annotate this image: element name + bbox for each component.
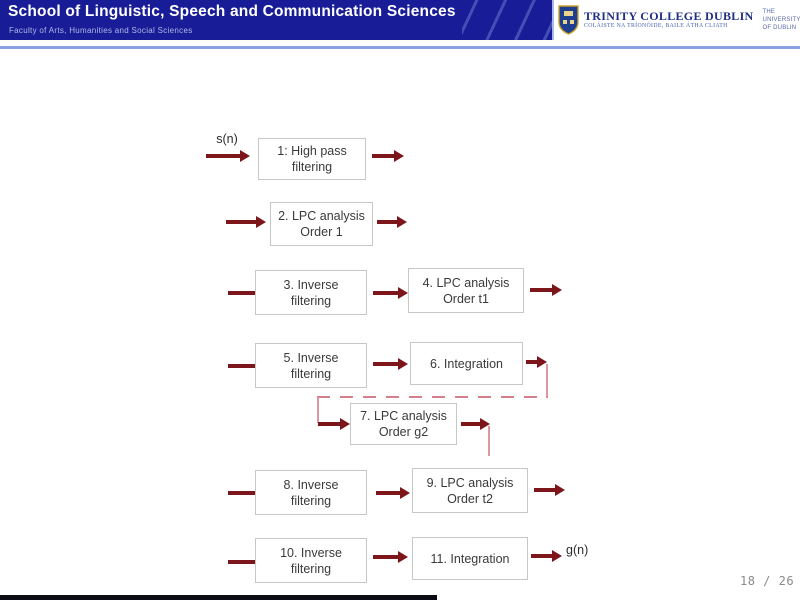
- process-box-3: 3. Inverse filtering: [255, 270, 367, 315]
- box-label: 6. Integration: [430, 356, 503, 371]
- diagram-canvas: s(n) g(n) 1: High pass filtering 2. LPC …: [0, 49, 800, 594]
- process-box-11: 11. Integration: [412, 537, 528, 580]
- box-label: Order t2: [447, 491, 493, 506]
- feedback-line-box7-out: [488, 426, 490, 456]
- box-label: 1: High pass: [277, 144, 347, 158]
- output-signal-label: g(n): [566, 543, 589, 557]
- logo-panel: TRINITY COLLEGE DUBLIN COLÁISTE NA TRÍON…: [552, 0, 800, 40]
- process-box-9: 9. LPC analysis Order t2: [412, 468, 528, 513]
- process-box-6: 6. Integration: [410, 342, 523, 385]
- flow-arrow: [206, 150, 250, 162]
- process-box-10: 10. Inverse filtering: [255, 538, 367, 583]
- flow-arrow: [377, 216, 407, 228]
- faculty-subtitle: Faculty of Arts, Humanities and Social S…: [9, 26, 193, 35]
- flow-arrow: [534, 484, 565, 496]
- box-label: 3. Inverse: [283, 277, 339, 292]
- input-signal-label: s(n): [216, 132, 238, 146]
- process-box-2: 2. LPC analysis Order 1: [270, 202, 373, 246]
- flow-arrow: [526, 356, 547, 368]
- box-label: filtering: [290, 493, 332, 508]
- feedback-line-dashed: [317, 396, 548, 398]
- box-label: Order t1: [443, 291, 489, 306]
- box-label: filtering: [290, 561, 332, 576]
- tcd-wordmark: TRINITY COLLEGE DUBLIN COLÁISTE NA TRÍON…: [584, 10, 754, 30]
- header-divider: [0, 46, 800, 49]
- bottom-bar: [0, 595, 437, 600]
- school-title: School of Linguistic, Speech and Communi…: [8, 3, 456, 20]
- box-label: filtering: [291, 160, 333, 174]
- header-bar: School of Linguistic, Speech and Communi…: [0, 0, 800, 40]
- flow-arrow: [373, 287, 408, 299]
- box-label: 5. Inverse: [283, 350, 339, 365]
- process-box-1: 1: High pass filtering: [258, 138, 366, 180]
- flow-arrow: [228, 287, 268, 299]
- flow-arrow: [376, 487, 410, 499]
- box-label: filtering: [290, 366, 332, 381]
- process-box-5: 5. Inverse filtering: [255, 343, 367, 388]
- university-label: THE UNIVERSITY OF DUBLIN: [762, 8, 800, 32]
- process-box-4: 4. LPC analysis Order t1: [408, 268, 524, 313]
- box-label: filtering: [290, 293, 332, 308]
- flow-arrow: [461, 418, 490, 430]
- process-box-8: 8. Inverse filtering: [255, 470, 367, 515]
- box-label: 9. LPC analysis: [426, 475, 514, 490]
- box-label: 4. LPC analysis: [422, 275, 510, 290]
- box-label: 7. LPC analysis: [360, 409, 447, 423]
- flow-arrow: [318, 418, 350, 430]
- flow-arrow: [530, 284, 562, 296]
- school-banner: School of Linguistic, Speech and Communi…: [0, 0, 552, 40]
- flow-arrow: [373, 358, 408, 370]
- banner-stripes-decoration: [462, 0, 552, 40]
- flow-arrow: [226, 216, 266, 228]
- box-label: Order 1: [300, 225, 343, 239]
- box-label: 10. Inverse: [280, 545, 342, 560]
- feedback-line-down-left: [317, 397, 319, 423]
- flow-arrow: [372, 150, 404, 162]
- flow-arrow: [228, 360, 268, 372]
- flow-arrow: [373, 551, 408, 563]
- tcd-crest-icon: [558, 5, 579, 35]
- box-label: 2. LPC analysis: [278, 209, 365, 223]
- tcd-name: TRINITY COLLEGE DUBLIN: [584, 9, 754, 24]
- box-label: 11. Integration: [430, 551, 510, 566]
- page-number: 18 / 26: [740, 574, 795, 588]
- tcd-name-irish: COLÁISTE NA TRÍONÓIDE, BAILE ÁTHA CLIATH: [584, 23, 728, 30]
- flow-arrow: [228, 556, 268, 568]
- box-label: 8. Inverse: [283, 477, 339, 492]
- process-box-7: 7. LPC analysis Order g2: [350, 403, 457, 445]
- flow-arrow: [531, 550, 562, 562]
- box-label: Order g2: [378, 425, 429, 439]
- feedback-line-down-right: [546, 364, 548, 398]
- flow-arrow: [228, 487, 268, 499]
